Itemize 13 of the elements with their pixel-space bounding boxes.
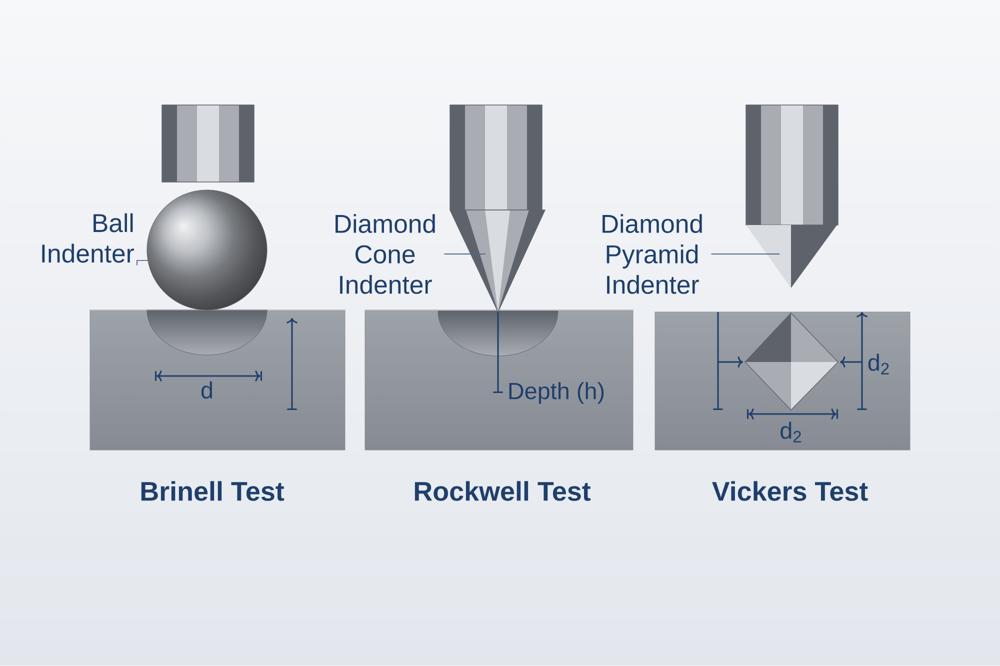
dimension-label: d: [201, 381, 212, 399]
dimension-label: d$_{2}$: [868, 354, 889, 374]
indenter-label: Diamond Pyramid Indenter: [602, 214, 702, 294]
test-title: Vickers Test: [712, 481, 868, 501]
pyramid-indenter: [746, 225, 837, 288]
dimension-label: d$_{2}$: [780, 422, 801, 442]
test-title: Brinell Test: [141, 481, 284, 501]
indenter-label: Ball Indenter: [42, 213, 134, 263]
indenter-label: Diamond Cone Indenter: [336, 214, 435, 294]
ball-indenter: [146, 190, 268, 310]
test-title: Rockwell Test: [414, 481, 591, 501]
dimension-label: Depth (h): [509, 382, 604, 404]
leader-line: [136, 260, 148, 266]
